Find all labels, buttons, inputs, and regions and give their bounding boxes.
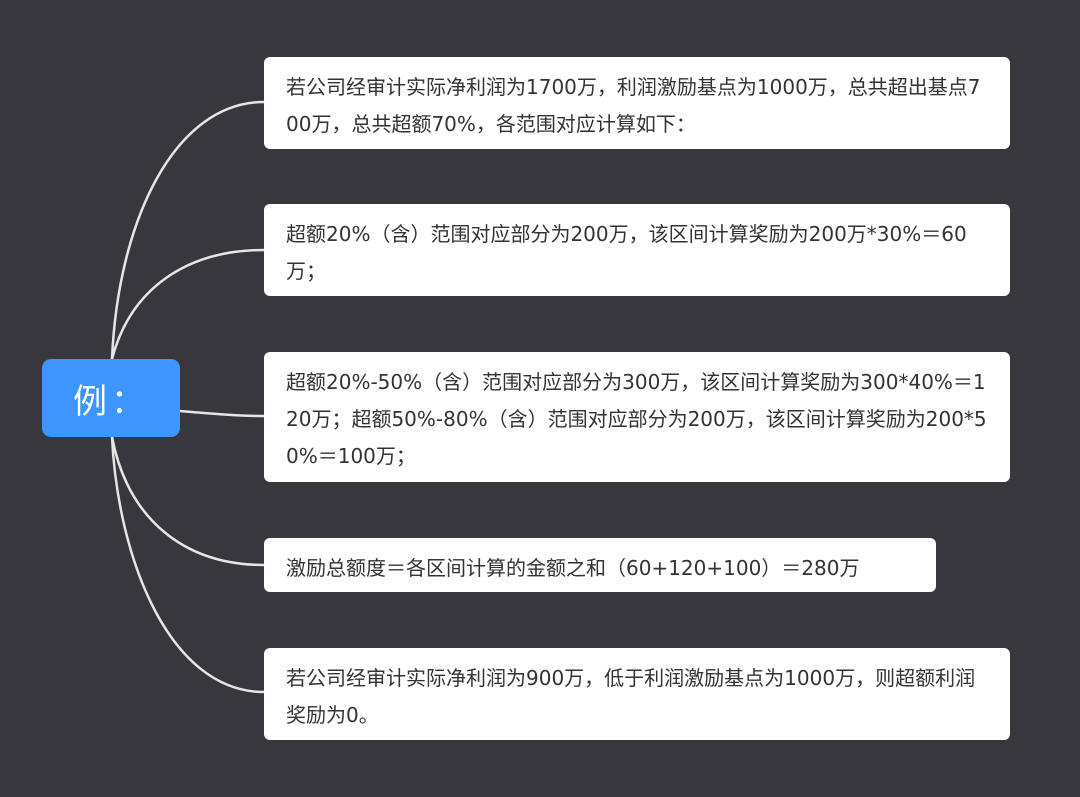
topic-profit-overview[interactable]: 若公司经审计实际净利润为1700万，利润激励基点为1000万，总共超出基点700… xyxy=(264,57,1010,149)
topic-text: 若公司经审计实际净利润为900万，低于利润激励基点为1000万，则超额利润奖励为… xyxy=(286,666,976,727)
connector-line-5 xyxy=(110,436,265,694)
topic-text: 激励总额度＝各区间计算的金额之和（60+120+100）＝280万 xyxy=(286,556,860,580)
root-node-label: 例： xyxy=(73,381,149,422)
connector-line-2 xyxy=(110,248,265,360)
topic-text: 超额20%-50%（含）范围对应部分为300万，该区间计算奖励为300*40%＝… xyxy=(286,370,987,468)
topic-tier-20-80[interactable]: 超额20%-50%（含）范围对应部分为300万，该区间计算奖励为300*40%＝… xyxy=(264,352,1010,482)
topic-text: 超额20%（含）范围对应部分为200万，该区间计算奖励为200万*30%＝60万… xyxy=(286,222,967,283)
connector-line-1 xyxy=(110,100,265,360)
root-node-example[interactable]: 例： xyxy=(42,359,180,437)
topic-tier-0-20[interactable]: 超额20%（含）范围对应部分为200万，该区间计算奖励为200万*30%＝60万… xyxy=(264,204,1010,296)
topic-text: 若公司经审计实际净利润为1700万，利润激励基点为1000万，总共超出基点700… xyxy=(286,75,981,136)
topic-total-incentive[interactable]: 激励总额度＝各区间计算的金额之和（60+120+100）＝280万 xyxy=(264,538,936,592)
connector-line-3 xyxy=(179,409,265,418)
topic-below-baseline[interactable]: 若公司经审计实际净利润为900万，低于利润激励基点为1000万，则超额利润奖励为… xyxy=(264,648,1010,740)
connector-line-4 xyxy=(110,436,265,567)
